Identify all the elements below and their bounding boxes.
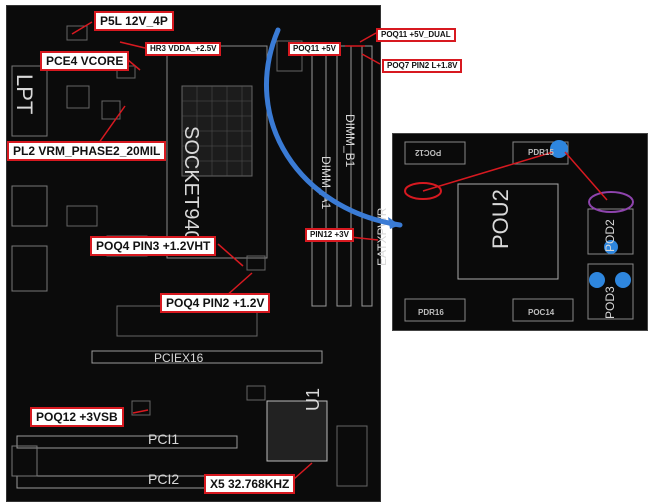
poc14-pad bbox=[512, 298, 574, 322]
chipset-u1 bbox=[266, 400, 328, 462]
pod2-pad-highlight bbox=[604, 240, 618, 254]
connection-line-2 bbox=[564, 151, 608, 201]
detail-traces bbox=[404, 140, 634, 322]
callout-poq4-pin2: POQ4 PIN2 +1.2V bbox=[160, 293, 271, 313]
dimm-slot-c bbox=[361, 45, 373, 307]
callout-pin12: PIN12 +3V bbox=[305, 228, 354, 242]
pdr15-pad-highlight bbox=[550, 140, 568, 158]
pod3-pad-highlight-b bbox=[615, 272, 631, 288]
callout-poq7: POQ7 PIN2 L+1.8V bbox=[382, 59, 463, 73]
pdr16-pad bbox=[404, 298, 466, 322]
zoom-curve-arrowhead bbox=[388, 217, 400, 229]
pod3-outline bbox=[587, 263, 634, 320]
pciex16-label: PCIEX16 bbox=[154, 351, 204, 365]
dimm-slot-b1 bbox=[336, 45, 352, 307]
poc14-label: POC14 bbox=[528, 308, 555, 317]
red-highlight-ring bbox=[404, 182, 442, 200]
callout-x5: X5 32.768KHZ bbox=[204, 474, 296, 494]
poc12-pad bbox=[404, 141, 466, 165]
callout-poq4-pin3: POQ4 PIN3 +1.2VHT bbox=[90, 236, 217, 256]
io-port-3 bbox=[11, 445, 38, 477]
io-port-1 bbox=[11, 185, 48, 227]
pciex16-slot bbox=[91, 350, 323, 364]
callout-poq11-5v: POQ11 +5V bbox=[288, 42, 341, 56]
pdr16-label: PDR16 bbox=[418, 308, 444, 317]
cpu-grid-lines bbox=[182, 86, 252, 176]
callout-hr3: HR3 VDDA_+2.5V bbox=[145, 42, 222, 56]
pci1-slot bbox=[16, 435, 238, 449]
pci1-label: PCI1 bbox=[148, 431, 180, 447]
callout-pl2: PL2 VRM_PHASE2_20MIL bbox=[7, 141, 167, 161]
callout-poq11-dual: POQ11 +5V_DUAL bbox=[376, 28, 456, 42]
pdr15-pad bbox=[512, 141, 569, 165]
pdr15-label: PDR15 bbox=[528, 148, 554, 157]
io-port-2 bbox=[11, 245, 48, 292]
pou2-outline bbox=[457, 183, 559, 280]
pci2-label: PCI2 bbox=[148, 471, 180, 487]
pou2-detail-view: POU2 PDR15 PDR16 POC14 POC12 POD2 POD3 bbox=[392, 133, 648, 331]
purple-highlight-ring bbox=[588, 191, 634, 213]
callout-pce4: PCE4 VCORE bbox=[40, 51, 130, 71]
connection-line-1 bbox=[422, 151, 554, 192]
pod2-outline bbox=[587, 208, 634, 255]
pod3-pad-highlight-a bbox=[589, 272, 605, 288]
callout-p5l: P5L 12V_4P bbox=[94, 11, 174, 31]
callout-poq12: POQ12 +3VSB bbox=[30, 407, 124, 427]
leader-lines bbox=[71, 21, 381, 480]
zoom-curve-arrow bbox=[264, 27, 403, 228]
lpt-port bbox=[11, 65, 48, 137]
